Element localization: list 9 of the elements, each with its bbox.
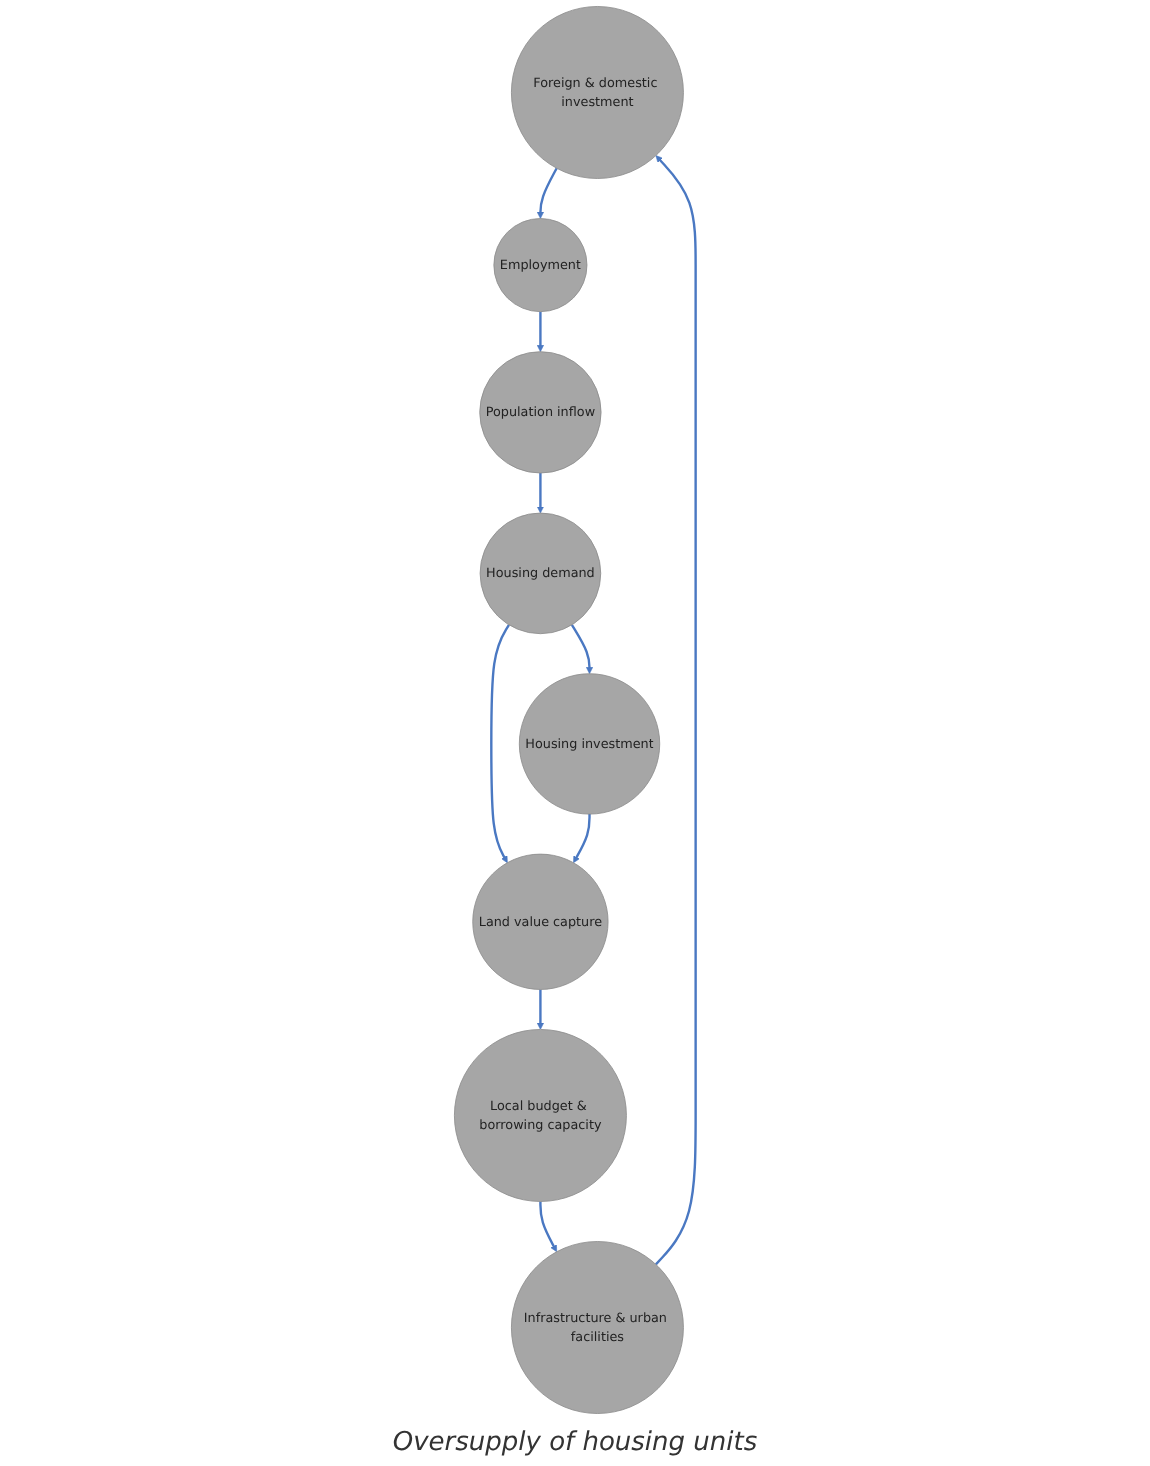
arrow — [536, 167, 558, 219]
arrow — [570, 624, 593, 675]
arrow — [536, 473, 544, 514]
arrow — [490, 624, 510, 864]
arrow — [573, 814, 591, 864]
arrow — [536, 989, 544, 1030]
arrow — [654, 155, 697, 1266]
arrow — [539, 1201, 557, 1253]
arrow — [536, 311, 544, 352]
